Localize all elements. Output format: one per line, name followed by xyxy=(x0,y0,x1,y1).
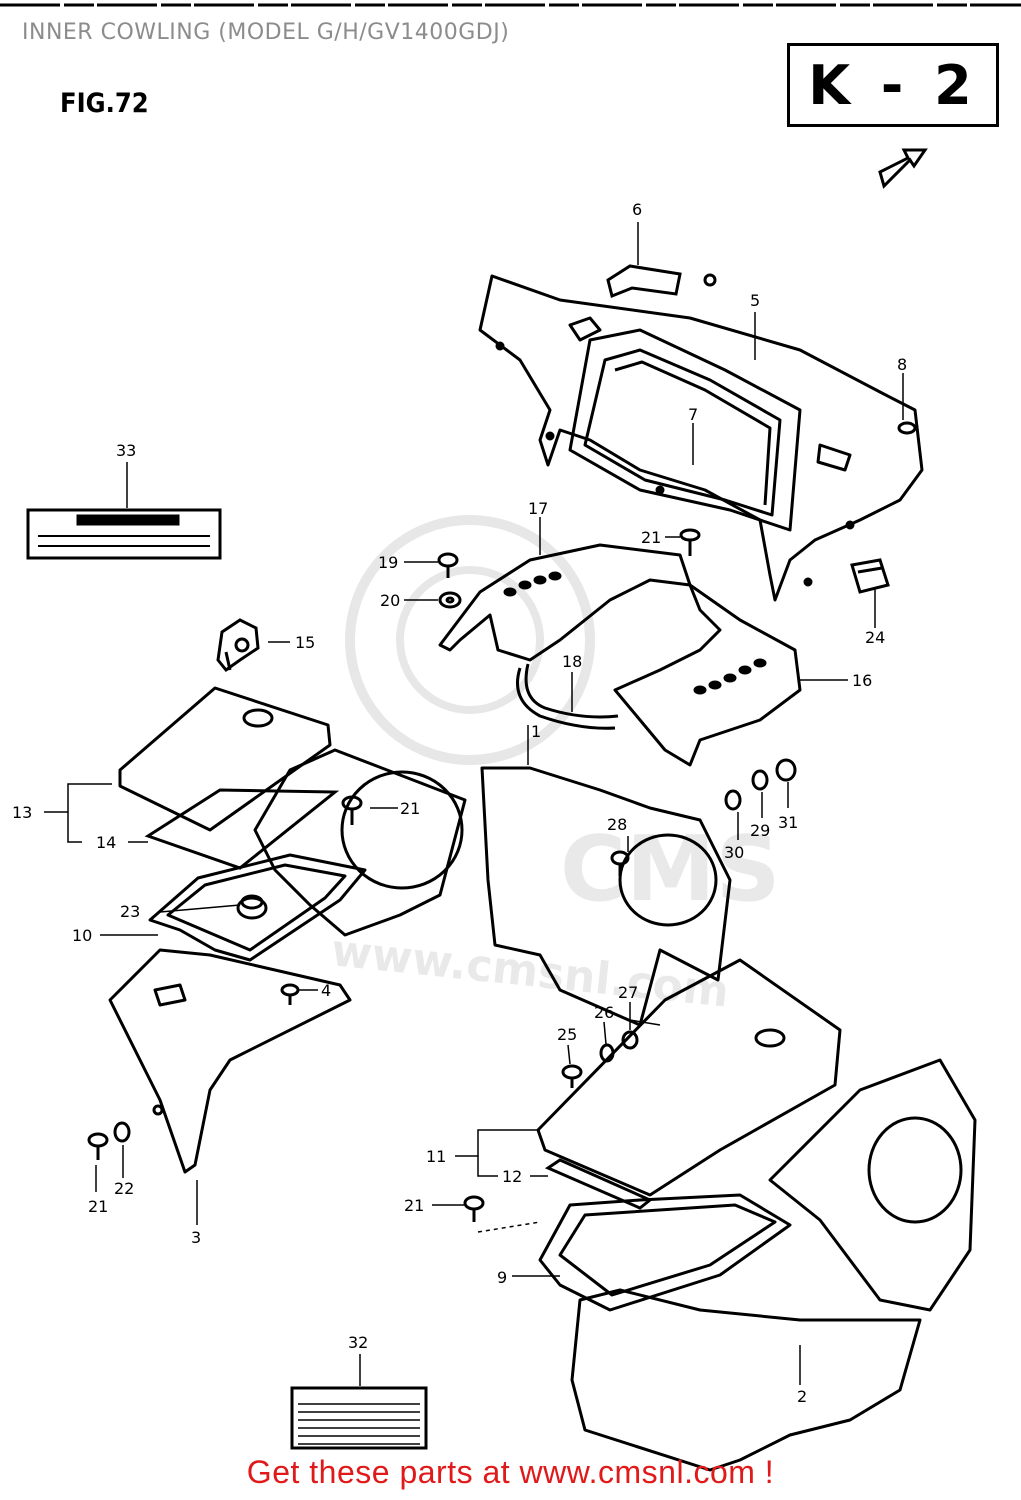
top-border xyxy=(0,3,1021,7)
callout-14: 14 xyxy=(96,833,116,852)
callout-21-left: 21 xyxy=(400,799,420,818)
callout-17: 17 xyxy=(528,499,548,518)
part-2-right-lower-cover xyxy=(570,1288,922,1472)
part-31-cap-nut xyxy=(775,758,797,782)
callout-21-upper: 21 xyxy=(641,528,661,547)
part-17-upper-panel xyxy=(438,543,692,662)
watermark-brand: CMS xyxy=(560,817,780,922)
part-1-center-cover xyxy=(480,766,732,1027)
callout-1: 1 xyxy=(531,722,541,741)
leader-lines xyxy=(44,222,904,1386)
part-20-washer xyxy=(438,591,462,609)
callout-23: 23 xyxy=(120,902,140,921)
section-code: K - 2 xyxy=(808,53,978,117)
part-13-left-lid xyxy=(118,686,332,832)
part-6-bracket xyxy=(606,264,717,299)
callout-8: 8 xyxy=(897,355,907,374)
part-4-screw xyxy=(280,983,300,1005)
part-9-storage-box-right xyxy=(538,1058,977,1312)
callout-6: 6 xyxy=(632,200,642,219)
part-21-screw-upper xyxy=(679,528,701,556)
callout-27: 27 xyxy=(618,983,638,1002)
callout-30: 30 xyxy=(724,843,744,862)
callout-11: 11 xyxy=(426,1147,446,1166)
callout-22: 22 xyxy=(114,1179,134,1198)
part-22-washer xyxy=(113,1121,131,1143)
part-19-screw xyxy=(437,552,459,578)
callout-31: 31 xyxy=(778,813,798,832)
watermark-url: www.cmsnl.com xyxy=(329,925,731,1017)
part-16-lower-panel xyxy=(613,583,802,767)
part-29-washer xyxy=(751,769,769,791)
callout-16: 16 xyxy=(852,671,872,690)
callout-2: 2 xyxy=(797,1387,807,1406)
callout-20: 20 xyxy=(380,591,400,610)
part-25-screw xyxy=(561,1064,583,1088)
section-code-box: K - 2 xyxy=(787,43,999,127)
footer-promo-text: Get these parts at www.cmsnl.com ! xyxy=(246,1454,775,1490)
callout-24: 24 xyxy=(865,628,885,647)
callout-4: 4 xyxy=(321,981,331,1000)
part-30-nut xyxy=(724,789,742,811)
part-21-screw-lower-left xyxy=(87,1132,109,1160)
direction-arrow-icon xyxy=(878,148,928,189)
part-5-panel-cover xyxy=(478,274,924,602)
callout-29: 29 xyxy=(750,821,770,840)
callout-21-lower-left: 21 xyxy=(88,1197,108,1216)
callout-15: 15 xyxy=(295,633,315,652)
part-21-screw-left xyxy=(341,795,363,825)
callout-33: 33 xyxy=(116,441,136,460)
callout-32: 32 xyxy=(348,1333,368,1352)
callout-19: 19 xyxy=(378,553,398,572)
part-11-right-lid xyxy=(536,958,842,1197)
part-21-screw-right xyxy=(463,1195,485,1222)
figure-number: FIG.72 xyxy=(60,88,149,119)
part-24-clip xyxy=(850,558,890,594)
part-14-seal xyxy=(144,788,340,870)
part-15-lock xyxy=(216,618,260,673)
part-28-screw xyxy=(610,850,630,876)
callout-28: 28 xyxy=(607,815,627,834)
callout-9: 9 xyxy=(497,1268,507,1287)
part-32-info-label xyxy=(290,1386,428,1450)
part-23-cap xyxy=(236,894,268,920)
callout-25: 25 xyxy=(557,1025,577,1044)
callout-26: 26 xyxy=(594,1003,614,1022)
callout-12: 12 xyxy=(502,1167,522,1186)
callout-labels: 1 2 3 4 5 6 7 8 9 10 11 12 13 14 15 16 1… xyxy=(12,200,907,1406)
callout-3: 3 xyxy=(191,1228,201,1247)
diagram-title: INNER COWLING (MODEL G/H/GV1400GDJ) xyxy=(22,20,510,45)
callout-18: 18 xyxy=(562,652,582,671)
part-27-grommet xyxy=(621,1030,639,1050)
part-33-warning-label xyxy=(26,508,222,560)
callout-5: 5 xyxy=(750,291,760,310)
callout-21-right: 21 xyxy=(404,1196,424,1215)
callout-10: 10 xyxy=(72,926,92,945)
part-3-left-lower-cover xyxy=(108,948,352,1174)
part-8-screw xyxy=(897,421,917,435)
callout-7: 7 xyxy=(688,405,698,424)
part-10-storage-box-left xyxy=(148,748,467,962)
part-18-hose xyxy=(516,663,619,730)
callout-13: 13 xyxy=(12,803,32,822)
